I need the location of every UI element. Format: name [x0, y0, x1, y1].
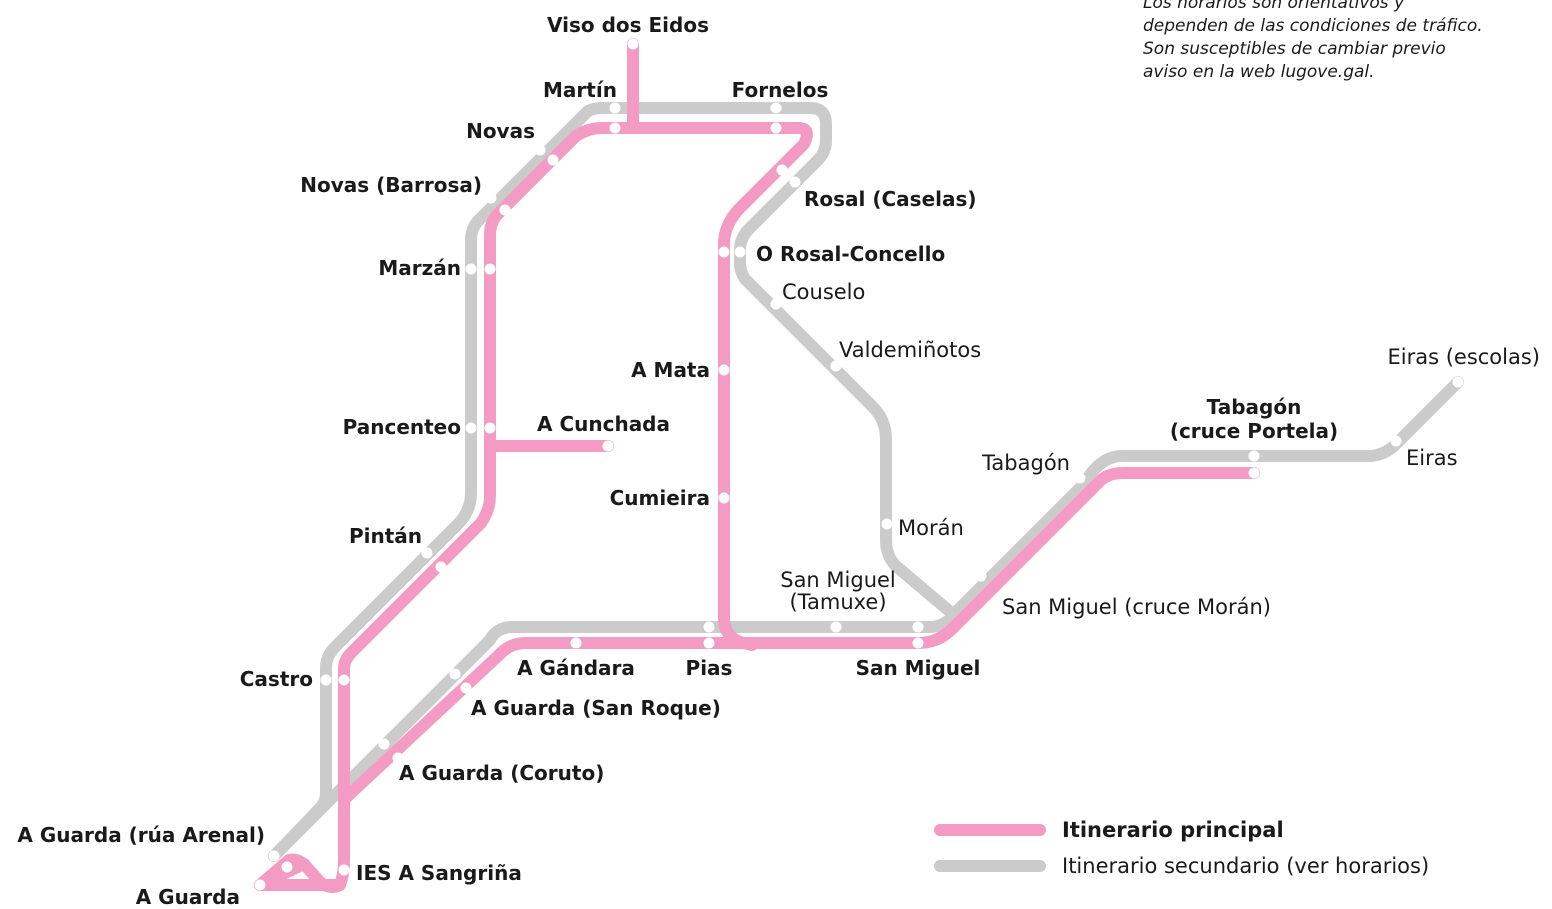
stop-dot [534, 144, 546, 156]
stop-label-tabagon: Tabagón [981, 451, 1070, 475]
stop-dot [703, 621, 715, 633]
stop-dot [776, 164, 788, 176]
stop-dot [499, 204, 511, 216]
stop-label-guarda-coruto: A Guarda (Coruto) [399, 761, 604, 785]
stop-dot [627, 38, 639, 50]
stop-dot [338, 864, 350, 876]
stop-dot [770, 102, 782, 114]
stop-dot [912, 621, 924, 633]
note-line: Los horarios son orientativos y [1143, 0, 1405, 13]
stop-dot [718, 364, 730, 376]
stop-label-pancenteo: Pancenteo [343, 415, 461, 439]
legend-label-secundario: Itinerario secundario (ver horarios) [1062, 854, 1429, 878]
stop-label-valdeminotos: Valdemiñotos [839, 338, 981, 362]
stop-dot [1074, 472, 1086, 484]
stop-label-a-cunchada: A Cunchada [537, 412, 670, 436]
stop-dot [449, 668, 461, 680]
stop-label-ies-sangrina: IES A Sangriña [356, 861, 522, 885]
stop-dot [1248, 450, 1260, 462]
stop-label-guarda-rua-arenal: A Guarda (rúa Arenal) [17, 823, 265, 847]
stop-dot [570, 637, 582, 649]
stop-label-novas: Novas [466, 119, 535, 143]
note-line: Son susceptibles de cambiar previo [1143, 39, 1446, 59]
stop-label-san-miguel-tamuxe-line2: (Tamuxe) [789, 590, 886, 614]
stop-dot [338, 674, 350, 686]
stop-label-eiras: Eiras [1406, 446, 1458, 470]
schedule-note: Los horarios son orientativos y dependen… [1143, 0, 1543, 84]
stop-dot [912, 637, 924, 649]
stop-label-san-miguel-cruce: San Miguel (cruce Morán) [1002, 595, 1271, 619]
stop-dot [484, 263, 496, 275]
stop-label-san-miguel: San Miguel [856, 656, 981, 680]
stop-label-a-gandara: A Gándara [517, 656, 635, 680]
stop-label-moran: Morán [898, 516, 964, 540]
stop-label-eiras-escolas: Eiras (escolas) [1387, 345, 1540, 369]
stop-dot [268, 850, 280, 862]
stop-label-a-guarda: A Guarda [136, 885, 240, 909]
stop-dot [718, 492, 730, 504]
stop-label-cumieira: Cumieira [610, 486, 710, 510]
stop-label-rosal-caselas: Rosal (Caselas) [804, 187, 977, 211]
note-line: aviso en la web lugove.gal. [1143, 62, 1375, 82]
stop-label-novas-barrosa: Novas (Barrosa) [300, 173, 482, 197]
stop-dot [465, 422, 477, 434]
stop-dot [609, 102, 621, 114]
stop-label-tabagon-cruce-line2: (cruce Portela) [1170, 419, 1338, 443]
stop-label-couselo: Couselo [782, 280, 865, 304]
stop-label-a-mata: A Mata [631, 358, 710, 382]
stop-dot [718, 246, 730, 258]
stop-dot [484, 422, 496, 434]
stop-label-san-miguel-tamuxe-line1: San Miguel [780, 568, 896, 592]
stop-dot [734, 246, 746, 258]
stop-dot [770, 122, 782, 134]
triangle-guarda [254, 854, 310, 891]
stop-label-pintan: Pintán [349, 524, 422, 548]
stop-label-pias: Pias [686, 656, 733, 680]
stop-label-tabagon-cruce-line1: Tabagón [1207, 395, 1302, 419]
legend: Itinerario principal Itinerario secundar… [934, 818, 1429, 878]
legend-label-principal: Itinerario principal [1062, 818, 1284, 842]
stop-label-marzan: Marzán [378, 256, 461, 280]
stop-dot [703, 637, 715, 649]
stop-dot [1390, 435, 1402, 447]
stop-dot [975, 570, 987, 582]
stop-dot [789, 176, 801, 188]
secondary-route-east [268, 376, 1464, 862]
stop-label-guarda-san-roque: A Guarda (San Roque) [471, 696, 721, 720]
secondary-route-west [268, 102, 954, 862]
stop-label-martin: Martín [543, 78, 617, 102]
stop-dot [602, 440, 614, 452]
stop-dot [609, 122, 621, 134]
stop-dot [254, 879, 266, 891]
stop-dot [320, 674, 332, 686]
stop-dot [1452, 376, 1464, 388]
stop-dot [830, 621, 842, 633]
stop-label-castro: Castro [240, 667, 313, 691]
stop-dot [392, 752, 404, 764]
stop-dot [830, 360, 842, 372]
stop-dot [465, 263, 477, 275]
stop-dot [421, 547, 433, 559]
stop-dot [435, 561, 447, 573]
stop-dot [770, 298, 782, 310]
stop-label-fornelos: Fornelos [732, 78, 829, 102]
stop-dot [881, 518, 893, 530]
stop-dot [1248, 467, 1260, 479]
note-line: dependen de las condiciones de tráfico. [1143, 16, 1483, 36]
stops-layer [254, 38, 1464, 891]
stop-dot [547, 154, 559, 166]
stop-dot [485, 192, 497, 204]
stop-dot [460, 682, 472, 694]
stop-dot [378, 738, 390, 750]
stop-label-viso: Viso dos Eidos [547, 13, 709, 37]
stop-dot [281, 861, 293, 873]
stop-label-rosal-concello: O Rosal-Concello [756, 242, 945, 266]
